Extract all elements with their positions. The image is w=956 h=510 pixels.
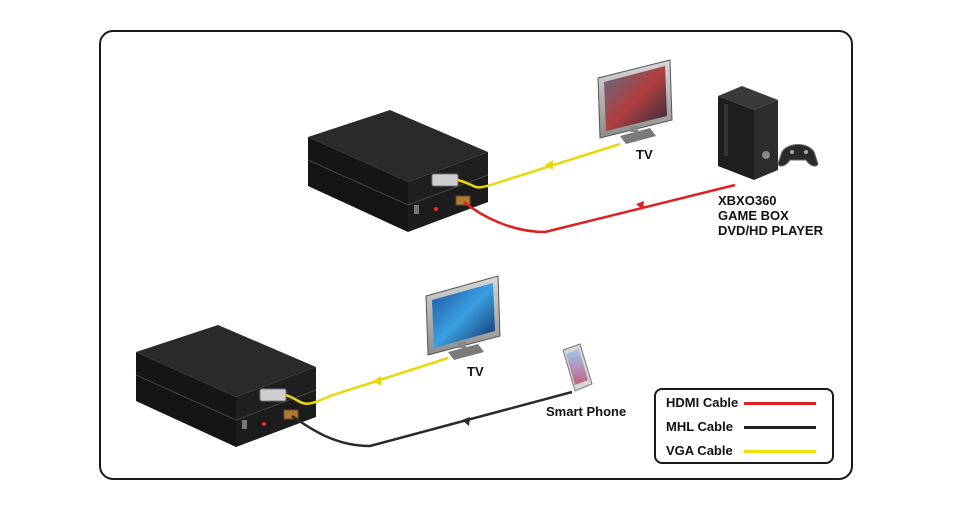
legend-label-mhl: MHL Cable [666,419,733,434]
legend-item-mhl: MHL Cable [666,418,733,436]
tv-bottom-icon [425,275,501,360]
smartphone-icon [562,343,593,392]
legend-item-vga: VGA Cable [666,442,733,460]
source-label-line1: XBXO360 [718,193,777,208]
legend-label-hdmi: HDMI Cable [666,395,739,410]
legend-label-vga: VGA Cable [666,443,733,458]
legend-swatch-mhl [744,426,816,429]
source-label-line2: GAME BOX [718,208,789,223]
vga-cable-bottom [285,356,449,405]
legend-swatch-vga [744,450,816,453]
source-label-line3: DVD/HD PLAYER [718,223,823,238]
tv-top-label: TV [636,147,653,162]
converter-box-top [307,110,489,232]
cable-legend: HDMI Cable MHL Cable VGA Cable [654,388,834,464]
mhl-cable-bottom [291,390,573,448]
vga-arrow-bottom [373,376,381,386]
vga-cable-top [457,142,621,189]
legend-swatch-hdmi [744,402,816,405]
vga-arrow-top [545,160,553,170]
converter-box-bottom [135,325,317,447]
hdmi-cable-top [463,183,736,234]
tv-bottom-label: TV [467,364,484,379]
hdmi-arrow-top [636,201,644,210]
smart-phone-label: Smart Phone [546,404,627,419]
tv-top-icon [597,59,673,144]
game-console-icon [718,86,778,180]
mhl-arrow-bottom [462,417,470,426]
gamepad-icon [777,144,819,167]
legend-item-hdmi: HDMI Cable [666,394,738,412]
